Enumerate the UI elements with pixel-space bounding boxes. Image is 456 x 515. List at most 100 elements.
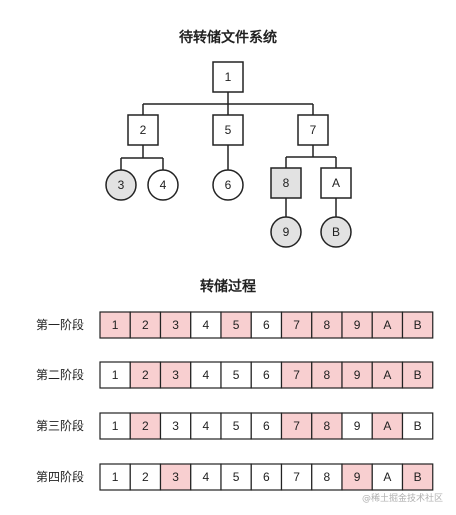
tree-node-2: 2 [127,114,159,146]
dump-cell-label: 5 [233,368,240,382]
dump-cell-6: 6 [250,311,283,339]
tree-node-circle [270,216,302,248]
tree-node-label: 9 [283,225,290,239]
dump-cell-label: 9 [354,368,361,382]
tree-node-circle [212,169,244,201]
dump-cell-label: 1 [112,318,119,332]
tree-node-circle [105,169,137,201]
dump-cell-5: 5 [220,311,252,339]
dump-cell-7: 7 [280,412,313,440]
dump-cell-box [220,311,252,339]
dump-cell-box [250,412,283,440]
dump-cell-9: 9 [341,311,373,339]
dump-cell-box [311,311,343,339]
dump-cell-3: 3 [159,361,192,389]
dump-cell-8: 8 [311,361,343,389]
stage-label: 第四阶段 [36,469,84,484]
dump-cell-box [190,463,222,491]
dump-cell-label: A [383,419,391,433]
dump-cell-label: A [383,368,391,382]
dump-cell-box [401,311,434,339]
dump-cell-box [250,361,283,389]
dump-cell-label: 1 [112,470,119,484]
dump-cell-label: 6 [263,368,270,382]
tree-node-B: B [320,216,352,248]
dump-cell-9: 9 [341,463,373,491]
dump-cell-label: 3 [172,419,179,433]
dump-cell-box [341,361,373,389]
dump-cell-2: 2 [129,311,162,339]
dump-cell-label: B [414,419,422,433]
dump-cell-1: 1 [99,361,131,389]
tree-node-label: A [332,176,340,190]
dump-cell-label: 7 [293,470,300,484]
dump-cell-label: 3 [172,470,179,484]
tree-node-1: 1 [212,61,244,93]
dump-cell-box [129,412,162,440]
watermark-text: @稀土掘金技术社区 [362,492,443,504]
dump-cell-9: 9 [341,361,373,389]
dump-cell-8: 8 [311,463,343,491]
dump-cell-label: B [414,470,422,484]
dump-title: 转储过程 [200,278,256,295]
dump-cell-label: 4 [203,368,210,382]
tree-node-circle [320,216,352,248]
tree-node-8: 8 [270,167,302,199]
tree-node-label: 6 [225,178,232,192]
tree-node-label: 2 [140,123,147,137]
dump-cell-1: 1 [99,311,131,339]
dump-cell-2: 2 [129,412,162,440]
dump-cell-label: 8 [324,419,331,433]
dump-cell-label: 5 [233,419,240,433]
dump-cell-label: 1 [112,419,119,433]
dump-cell-label: 8 [324,368,331,382]
dump-cell-B: B [401,361,434,389]
dump-cell-label: 9 [354,470,361,484]
dump-cell-label: 2 [142,318,149,332]
dump-cell-3: 3 [159,412,192,440]
dump-cell-1: 1 [99,412,131,440]
dump-cell-box [341,463,373,491]
dump-cell-box [371,463,404,491]
tree-node-9: 9 [270,216,302,248]
dump-cell-A: A [371,463,404,491]
dump-cell-6: 6 [250,412,283,440]
dump-cell-label: 4 [203,419,210,433]
dump-cell-5: 5 [220,361,252,389]
dump-cell-label: 4 [203,470,210,484]
tree-node-label: 7 [310,123,317,137]
dump-cell-8: 8 [311,311,343,339]
tree-node-label: 8 [283,176,290,190]
dump-cell-box [250,311,283,339]
stage-label: 第一阶段 [36,317,84,332]
dump-cell-box [159,463,192,491]
dump-cell-6: 6 [250,463,283,491]
dump-cell-box [341,412,373,440]
dump-cell-label: 8 [324,470,331,484]
dump-cell-box [190,361,222,389]
dump-cell-label: B [414,318,422,332]
dump-cell-label: 9 [354,419,361,433]
tree-node-7: 7 [297,114,329,146]
dump-cell-box [99,463,131,491]
dump-cell-label: 6 [263,419,270,433]
dump-cell-label: A [383,470,391,484]
dump-cell-label: 7 [293,419,300,433]
dump-cell-4: 4 [190,463,222,491]
dump-cell-box [129,463,162,491]
dump-cell-B: B [401,311,434,339]
stage-label: 第二阶段 [36,367,84,382]
tree-node-3: 3 [105,169,137,201]
dump-cell-label: B [414,368,422,382]
tree-node-label: B [332,225,340,239]
dump-cell-1: 1 [99,463,131,491]
dump-cell-label: A [383,318,391,332]
tree-node-label: 4 [160,178,167,192]
dump-cell-label: 5 [233,470,240,484]
tree-node-box [212,114,244,146]
dump-cell-box [159,361,192,389]
dump-cell-7: 7 [280,311,313,339]
dump-cell-5: 5 [220,412,252,440]
